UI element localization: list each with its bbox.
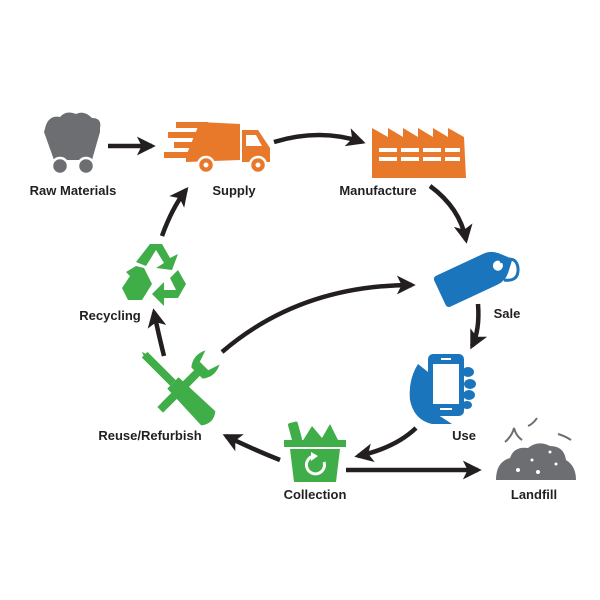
landfill-icon bbox=[496, 417, 576, 480]
node-label-collection: Collection bbox=[283, 487, 347, 502]
edge-supply-to-manufacture bbox=[273, 128, 366, 147]
factory-icon bbox=[372, 128, 466, 178]
recycle-bin-icon bbox=[284, 421, 346, 482]
price-tag-icon bbox=[433, 251, 520, 307]
node-label-use: Use bbox=[452, 428, 476, 443]
mine-cart-icon bbox=[44, 112, 101, 176]
tools-icon bbox=[141, 350, 220, 426]
edge-reuse-to-sale bbox=[220, 275, 416, 354]
edge-manufacture-to-sale bbox=[428, 184, 473, 244]
edge-recycling-to-supply bbox=[159, 187, 189, 237]
node-label-reuse-refurbish: Reuse/Refurbish bbox=[98, 428, 202, 443]
node-label-raw-materials: Raw Materials bbox=[29, 183, 117, 198]
edge-collection-to-reuse bbox=[222, 433, 281, 463]
node-label-manufacture: Manufacture bbox=[339, 183, 417, 198]
edge-sale-to-use bbox=[469, 303, 488, 350]
node-label-recycling: Recycling bbox=[79, 308, 141, 323]
node-label-landfill: Landfill bbox=[510, 487, 558, 502]
node-label-supply: Supply bbox=[212, 183, 256, 198]
node-label-sale: Sale bbox=[493, 306, 521, 321]
hand-phone-icon bbox=[409, 354, 476, 424]
delivery-truck-icon bbox=[164, 122, 270, 175]
recycle-icon bbox=[122, 244, 186, 306]
edge-use-to-collection bbox=[354, 426, 418, 463]
edge-reuse-to-recycling bbox=[147, 308, 167, 357]
